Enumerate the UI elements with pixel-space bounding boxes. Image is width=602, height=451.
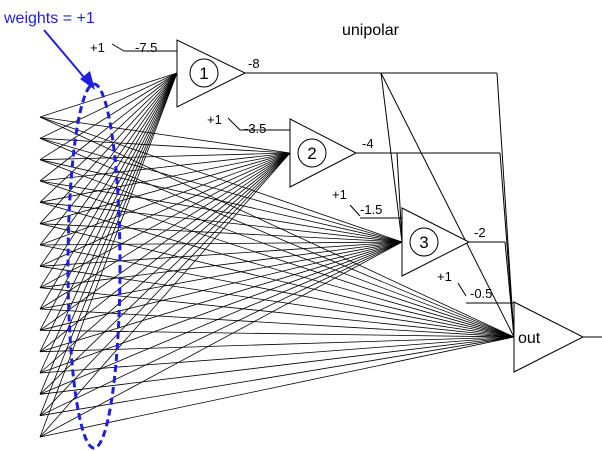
neuron-1-to-neuron-3-line (380, 72, 403, 243)
neuron-3-circle (409, 227, 439, 257)
input-5-to-neuron-1-line (39, 72, 178, 203)
input-13-to-neuron-4-line (39, 336, 515, 374)
input-4-to-neuron-1-line (39, 72, 178, 182)
input-7-to-neuron-2-line (39, 152, 291, 246)
input-6-to-neuron-4-line (39, 223, 515, 338)
input-10-to-neuron-2-line (39, 152, 291, 310)
input-9-to-neuron-1-line (39, 72, 178, 288)
neuron-2-bias-weight: -3.5 (244, 121, 266, 136)
diagram-title: unipolar (342, 22, 400, 39)
neuron-1-bias-tick (111, 43, 125, 52)
input-15-to-neuron-4-line (39, 336, 515, 417)
input-12-to-neuron-2-line (39, 152, 291, 353)
neuron-1: 1 -8 +1 -7.5 (90, 39, 497, 108)
neuron-3: 3 -2 +1 -1.5 (332, 187, 505, 277)
neuron-2-circle (297, 138, 327, 168)
input-8-to-neuron-1-line (39, 72, 178, 267)
input-10-to-neuron-3-line (39, 241, 403, 310)
neuron-2-label: 2 (307, 144, 316, 163)
neuron-1-label: 1 (199, 64, 208, 83)
input-12-to-neuron-4-line (39, 336, 515, 353)
input-9-to-neuron-2-line (39, 152, 291, 289)
neuron-2-output-weight: -4 (362, 136, 374, 151)
input-12-to-neuron-1-line (39, 72, 178, 352)
input-2-to-neuron-2-line (39, 137, 291, 154)
input-1-to-neuron-1-line (39, 72, 178, 118)
input-14-to-neuron-1-line (39, 72, 178, 395)
input-12-to-neuron-3-line (39, 241, 403, 353)
input-16-to-neuron-3-line (39, 241, 403, 438)
neuron-1-bias-weight: -7.5 (135, 40, 157, 55)
neuron-3-output-weight: -2 (474, 225, 486, 240)
neuron-2-to-out-line (499, 152, 515, 338)
output-neuron-label: out (518, 330, 541, 347)
neuron-2-bias-tick (227, 117, 241, 131)
input-15-to-neuron-2-line (39, 152, 291, 416)
output-neuron-triangle (513, 301, 585, 373)
neuron-2-bias-input: +1 (207, 112, 222, 127)
input-8-to-neuron-2-line (39, 152, 291, 267)
input-16-to-neuron-1-line (39, 72, 178, 438)
input-2-to-neuron-1-line (39, 72, 178, 139)
input-7-to-neuron-3-line (39, 241, 403, 246)
input-6-to-neuron-2-line (39, 152, 291, 225)
input-1-to-neuron-2-line (39, 116, 291, 154)
input-10-to-neuron-1-line (39, 72, 178, 310)
weights-annotation-label: weights = +1 (3, 10, 95, 27)
input-4-to-neuron-2-line (39, 152, 291, 182)
skip-connection-lines (380, 72, 515, 338)
weights-annotation: weights = +1 (3, 10, 122, 450)
input-3-to-neuron-2-line (39, 152, 291, 161)
input-13-to-neuron-1-line (39, 72, 178, 374)
output-neuron: out +1 -0.5 (437, 269, 602, 373)
neuron-2: 2 -4 +1 -3.5 (207, 112, 500, 188)
output-neuron-bias-weight: -0.5 (470, 286, 492, 301)
neuron-1-to-out-line (496, 72, 515, 338)
neuron-3-to-out-line (504, 241, 515, 338)
neuron-1-circle (189, 58, 219, 88)
weights-ellipse (66, 82, 122, 450)
neuron-3-bias-weight: -1.5 (360, 202, 382, 217)
input-8-to-neuron-3-line (39, 241, 403, 267)
input-13-to-neuron-2-line (39, 152, 291, 374)
input-3-to-neuron-3-line (39, 159, 403, 243)
input-15-to-neuron-1-line (39, 72, 178, 416)
input-9-to-neuron-4-line (39, 287, 515, 338)
input-14-to-neuron-4-line (39, 336, 515, 395)
input-6-to-neuron-1-line (39, 72, 178, 224)
neuron-3-bias-tick (349, 204, 361, 217)
input-5-to-neuron-2-line (39, 152, 291, 203)
output-neuron-bias-input: +1 (437, 269, 452, 284)
input-11-to-neuron-4-line (39, 329, 515, 338)
input-5-to-neuron-3-line (39, 201, 403, 243)
neuron-3-label: 3 (419, 233, 428, 252)
input-11-to-neuron-2-line (39, 152, 291, 331)
input-4-to-neuron-3-line (39, 180, 403, 243)
input-9-to-neuron-3-line (39, 241, 403, 289)
annotation-arrowhead (80, 71, 95, 90)
input-11-to-neuron-3-line (39, 241, 403, 331)
input-16-to-neuron-4-line (39, 336, 515, 438)
input-13-to-neuron-3-line (39, 241, 403, 374)
input-4-to-neuron-4-line (39, 180, 515, 338)
neuron-1-bias-input: +1 (90, 40, 105, 55)
neuron-2-to-neuron-3-line (396, 152, 403, 243)
input-1-to-neuron-3-line (39, 116, 403, 243)
input-16-to-neuron-2-line (39, 152, 291, 438)
input-2-to-neuron-4-line (39, 137, 515, 338)
input-6-to-neuron-3-line (39, 223, 403, 243)
annotation-arrow (43, 29, 89, 83)
input-11-to-neuron-1-line (39, 72, 178, 331)
input-7-to-neuron-1-line (39, 72, 178, 246)
output-neuron-bias-tick (457, 282, 467, 297)
input-1-to-neuron-4-line (39, 116, 515, 338)
neuron-3-bias-input: +1 (332, 187, 347, 202)
input-14-to-neuron-2-line (39, 152, 291, 395)
neuron-1-output-weight: -8 (248, 56, 260, 71)
input-15-to-neuron-3-line (39, 241, 403, 417)
neuron-1-to-out-diag-line (380, 72, 515, 338)
